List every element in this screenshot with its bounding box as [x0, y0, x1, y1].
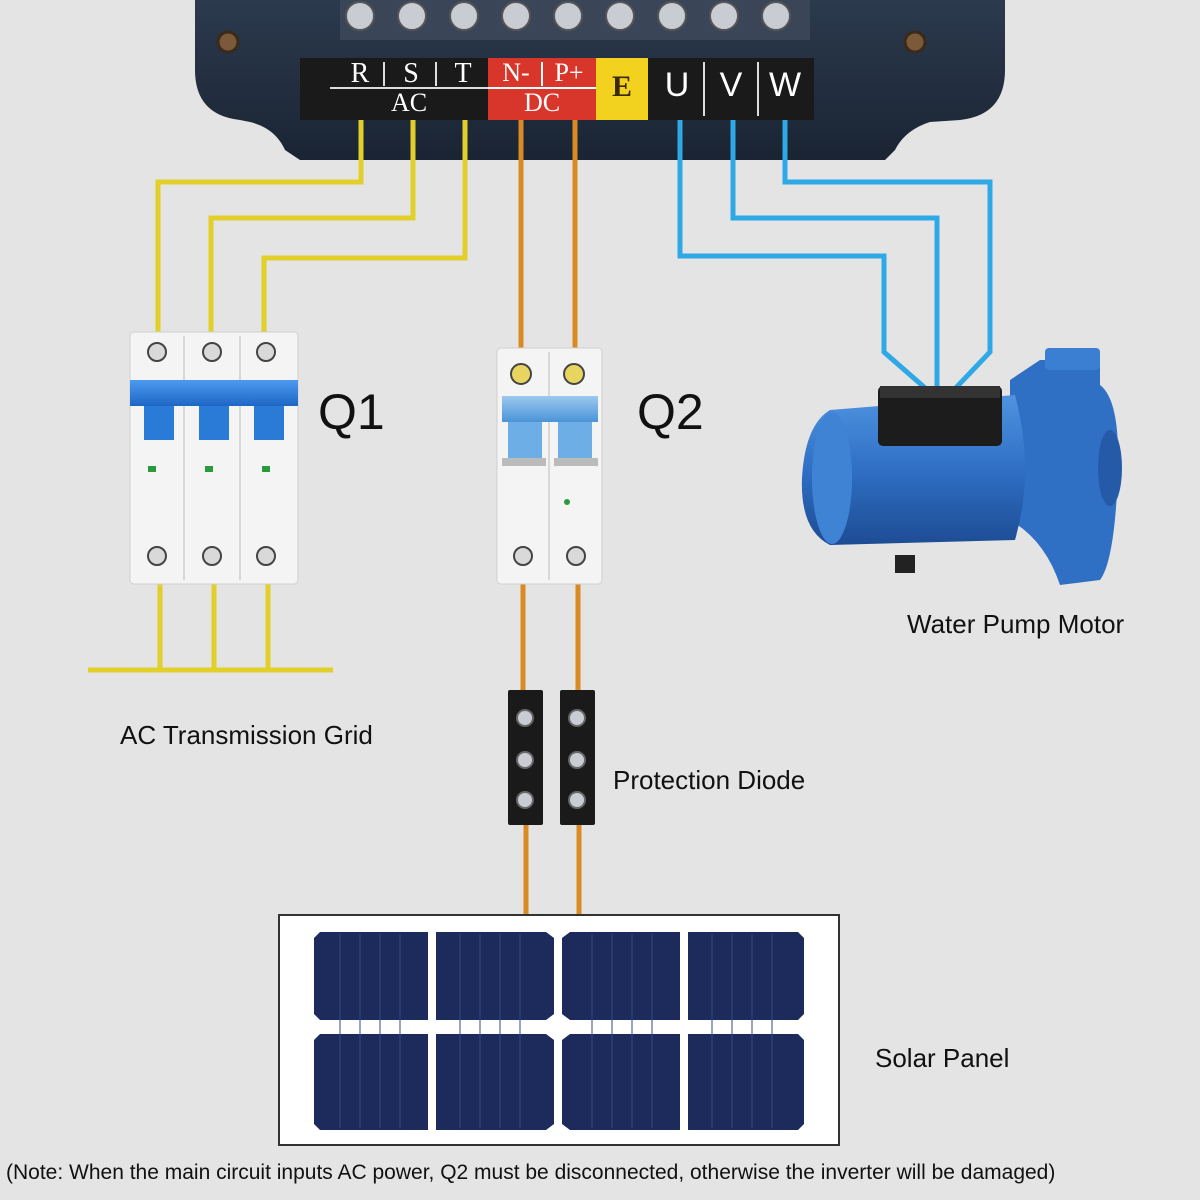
terminal-r: R — [350, 58, 370, 89]
q2-label: Q2 — [637, 384, 704, 440]
solar-panel-label: Solar Panel — [875, 1043, 1010, 1073]
dc-group-label: DC — [523, 88, 561, 117]
protection-diode-label: Protection Diode — [613, 765, 806, 795]
solar-panel — [278, 914, 840, 1146]
terminal-s: S — [403, 58, 419, 89]
ac-group-label: AC — [390, 88, 428, 117]
ac-transmission-grid-label: AC Transmission Grid — [120, 720, 373, 750]
terminal-w: W — [768, 66, 802, 104]
q1-breaker — [129, 331, 299, 585]
q1-label: Q1 — [318, 384, 385, 440]
motor-terminal-strip — [648, 58, 814, 120]
ac-wires — [88, 120, 468, 673]
terminal-screws — [340, 0, 810, 40]
water-pump-motor-label: Water Pump Motor — [907, 609, 1125, 639]
screw-icon — [903, 30, 927, 54]
warning-note: (Note: When the main circuit inputs AC p… — [6, 1161, 1056, 1184]
ground-terminal-strip — [596, 58, 648, 120]
water-pump-motor — [801, 348, 1122, 585]
q1-handle-bar — [130, 380, 298, 406]
terminal-u: U — [664, 66, 690, 104]
terminal-v: V — [719, 66, 743, 104]
q2-breaker — [496, 347, 603, 585]
terminal-t: T — [454, 58, 472, 89]
motor-wires — [677, 120, 993, 396]
terminal-p-plus: P+ — [554, 58, 584, 87]
terminal-n-minus: N- — [502, 58, 530, 87]
inverter-terminal-box — [195, 0, 1005, 160]
terminal-e: E — [611, 70, 632, 103]
protection-diodes — [508, 690, 595, 825]
screw-icon — [216, 30, 240, 54]
